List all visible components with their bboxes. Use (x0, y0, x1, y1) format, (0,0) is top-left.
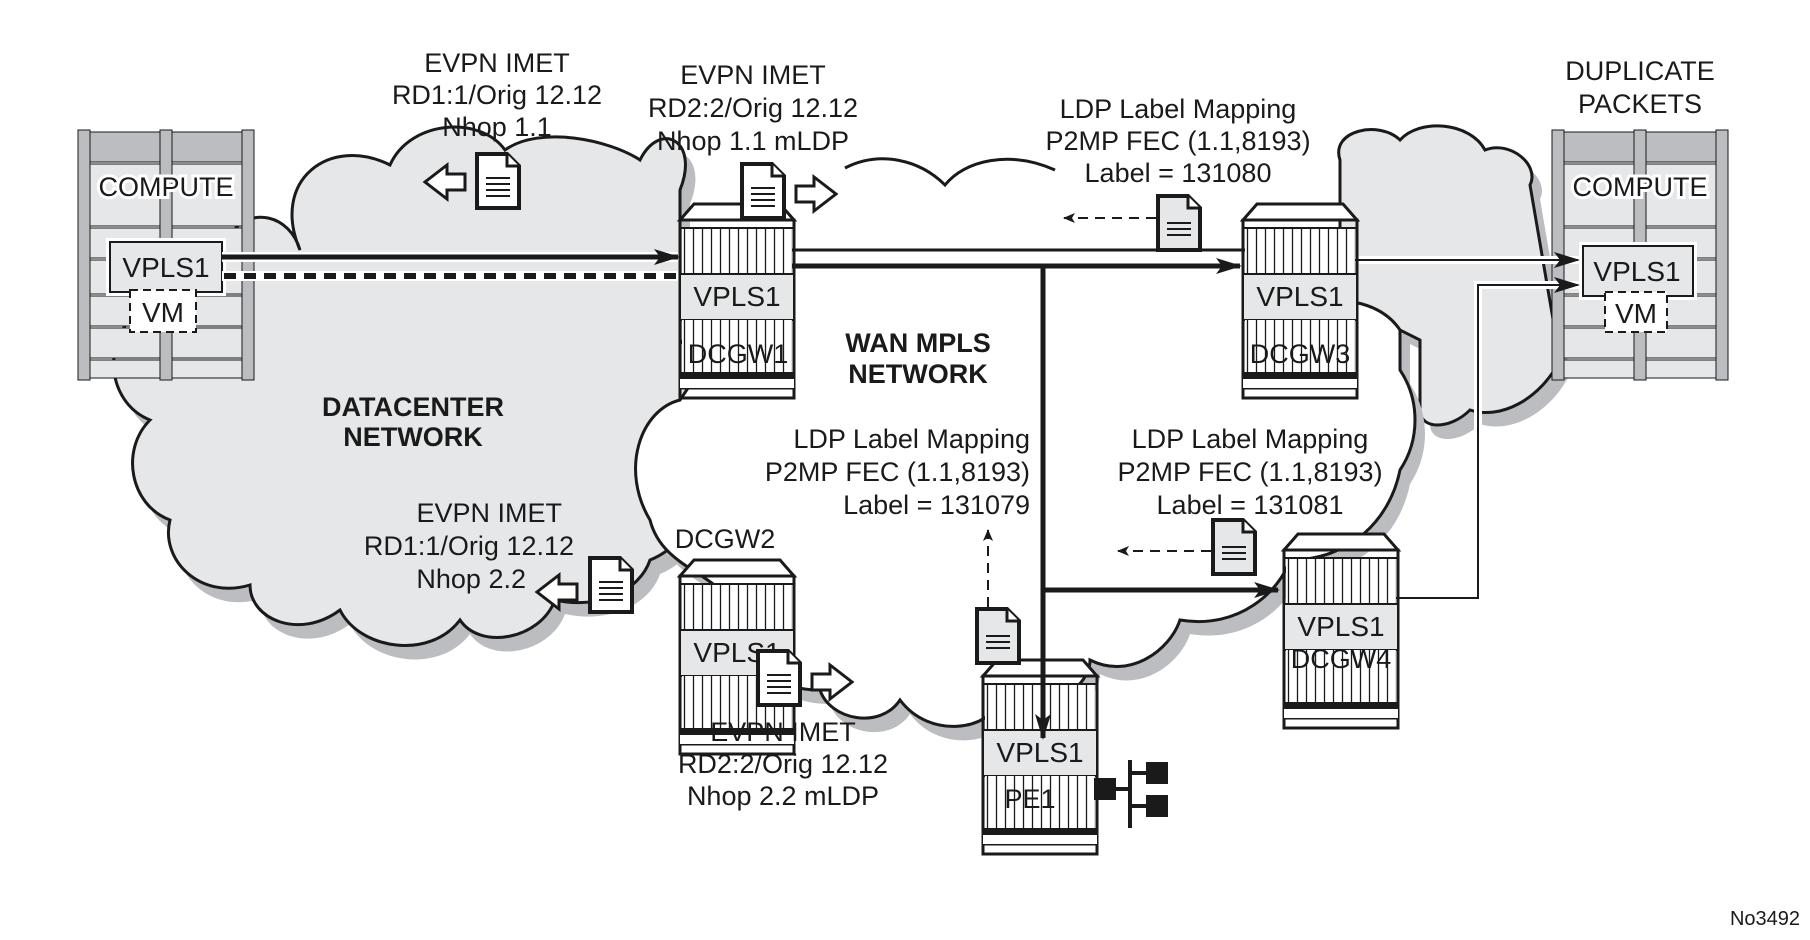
compute-to-dcgw1-link (222, 249, 680, 281)
dcgw3-name: DCGW3 (1250, 339, 1351, 369)
msg-line: LDP Label Mapping (1060, 94, 1297, 124)
vpls-left-label: VPLS1 (122, 252, 209, 283)
ldp-pe1-message (975, 529, 1021, 665)
document-icon (1211, 518, 1257, 576)
router-dcgw3[interactable]: VPLS1 (1241, 202, 1359, 400)
msg-line: Label = 131079 (843, 490, 1030, 520)
msg-line: Nhop 1.1 mLDP (657, 126, 849, 156)
router-dcgw1[interactable]: VPLS1 (678, 202, 796, 400)
dcgw1-name: DCGW1 (688, 339, 789, 369)
msg-line: EVPN IMET (680, 60, 826, 90)
right-datacenter-cloud (1337, 124, 1570, 439)
msg-line: EVPN IMET (710, 717, 856, 747)
imet-dcgw2-dc-label: EVPN IMET RD1:1/Orig 12.12 Nhop 2.2 (364, 498, 574, 594)
msg-line: RD1:1/Orig 12.12 (392, 80, 602, 110)
vm-right-label: VM (1615, 298, 1657, 329)
msg-line: EVPN IMET (416, 498, 562, 528)
document-icon (588, 556, 634, 614)
msg-line: Label = 131081 (1157, 490, 1344, 520)
vpls-right-label: VPLS1 (1593, 256, 1680, 287)
msg-line: EVPN IMET (424, 48, 570, 78)
wan-title-line2: NETWORK (848, 359, 988, 389)
document-icon (756, 649, 802, 707)
pe1-service-label: VPLS1 (996, 737, 1083, 768)
ldp-dcgw3-message (1063, 194, 1202, 252)
ldp-dcgw4-message (1117, 518, 1257, 576)
lan-network-icon (1094, 760, 1168, 828)
msg-line: Label = 131080 (1085, 158, 1272, 188)
compute-right-label: COMPUTE (1573, 172, 1708, 202)
wan-title-line1: WAN MPLS (845, 328, 991, 358)
ldp-dcgw3-label: LDP Label Mapping P2MP FEC (1.1,8193) La… (1045, 94, 1310, 188)
imet-dcgw2-wan-label: EVPN IMET RD2:2/Orig 12.12 Nhop 2.2 mLDP (678, 717, 888, 811)
cloud-titles: DATACENTER NETWORK WAN MPLS NETWORK (322, 328, 991, 452)
document-icon (475, 152, 521, 210)
msg-line: P2MP FEC (1.1,8193) (1045, 126, 1310, 156)
msg-line: RD2:2/Orig 12.12 (678, 749, 888, 779)
msg-line: LDP Label Mapping (1132, 424, 1369, 454)
msg-line: Nhop 2.2 (416, 564, 526, 594)
msg-line: Nhop 2.2 mLDP (687, 781, 879, 811)
msg-line: Nhop 1.1 (442, 112, 552, 142)
document-icon (1156, 194, 1202, 252)
wan-cloud (634, 157, 1425, 741)
msg-line: P2MP FEC (1.1,8193) (1117, 457, 1382, 487)
dcgw3-service-label: VPLS1 (1256, 281, 1343, 312)
vm-left-label: VM (142, 297, 184, 328)
dcgw2-name: DCGW2 (675, 524, 776, 554)
vpls-service-right: VPLS1 VM (1579, 242, 1697, 333)
figure-id: No3492 (1730, 908, 1800, 930)
dcgw4-service-label: VPLS1 (1297, 611, 1384, 642)
document-icon (975, 607, 1021, 665)
ldp-dcgw4-label: LDP Label Mapping P2MP FEC (1.1,8193) La… (1117, 424, 1382, 520)
compute-left-label: COMPUTE (99, 172, 234, 202)
imet-dcgw1-wan-label: EVPN IMET RD2:2/Orig 12.12 Nhop 1.1 mLDP (648, 60, 858, 156)
dcgw1-service-label: VPLS1 (693, 281, 780, 312)
document-icon (740, 162, 786, 220)
dcgw4-name: DCGW4 (1291, 644, 1392, 674)
duplicate-packets-line2: PACKETS (1578, 89, 1702, 119)
imet-dcgw1-dc-label: EVPN IMET RD1:1/Orig 12.12 Nhop 1.1 (392, 48, 602, 142)
msg-line: P2MP FEC (1.1,8193) (765, 457, 1030, 487)
vpls-service-left: VPLS1 VM (106, 238, 226, 333)
ldp-pe1-label: LDP Label Mapping P2MP FEC (1.1,8193) La… (765, 424, 1030, 520)
msg-line: LDP Label Mapping (793, 424, 1030, 454)
msg-line: RD1:1/Orig 12.12 (364, 531, 574, 561)
dcgw4-to-compute-link (1395, 277, 1580, 602)
duplicate-packets-line1: DUPLICATE (1565, 56, 1715, 86)
datacenter-title-line1: DATACENTER (322, 392, 504, 422)
datacenter-title-line2: NETWORK (343, 422, 483, 452)
router-pe1[interactable]: VPLS1 (981, 658, 1099, 856)
hollow-arrow-icon (794, 175, 838, 213)
router-dcgw4[interactable]: VPLS1 (1282, 532, 1400, 730)
msg-line: RD2:2/Orig 12.12 (648, 93, 858, 123)
pe1-name: PE1 (1004, 784, 1055, 814)
